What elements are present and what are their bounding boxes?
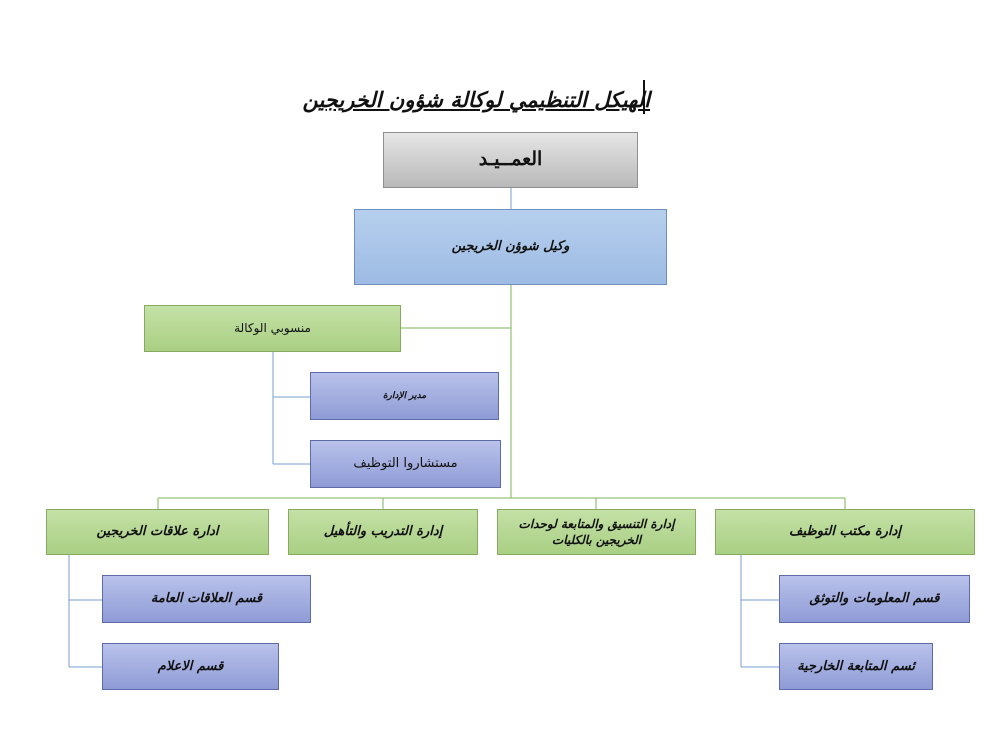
admin-director-box: مدير الإدارة (310, 372, 499, 420)
department-training: إدارة التدريب والتأهيل (288, 509, 478, 555)
section-media: قسم الاعلام (102, 643, 279, 690)
section-external-followup: ئسم المتابعة الخارجية (779, 643, 933, 690)
deputy-box: وكيل شوؤن الخريجين (354, 209, 667, 285)
staff-box: منسوبي الوكالة (144, 305, 401, 352)
section-information-documentation: قسم المعلومات والتوثق (779, 575, 970, 623)
chart-title: الهيكل التنظيمي لوكالة شؤون الخريجين (302, 87, 650, 112)
employment-consultants-box: مستشاروا التوظيف (310, 440, 501, 488)
text-cursor (643, 80, 645, 114)
section-public-relations: قسم العلاقات العامة (102, 575, 311, 623)
dean-box: العمــيـد (383, 132, 638, 188)
department-coordination: إدارة التنسيق والمتابعة لوحدات الخريجين … (497, 509, 696, 555)
department-graduate-relations: ادارة علاقات الخريجين (46, 509, 269, 555)
department-employment-office: إدارة مكتب التوظيف (715, 509, 975, 555)
